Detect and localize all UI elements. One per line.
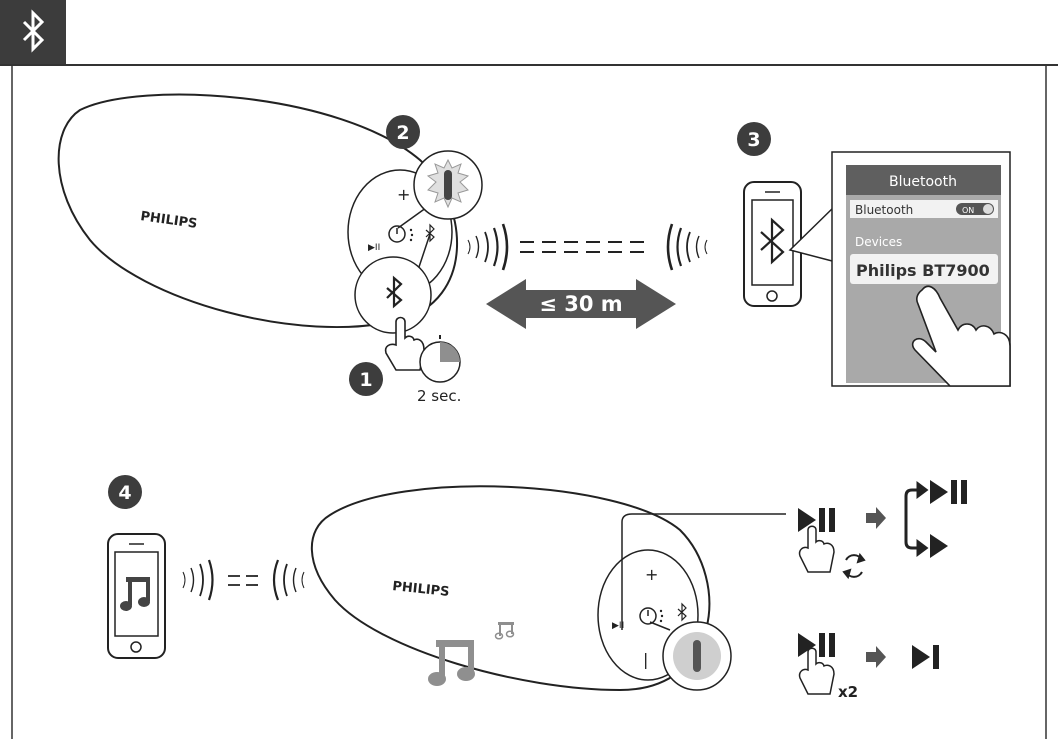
speaker-bottom-brand: PHILIPS xyxy=(392,579,451,600)
step-4-badge xyxy=(108,475,142,509)
next-track-icon xyxy=(912,645,939,669)
phone-menu-zoom: Bluetooth Bluetooth ON Devices Philips B… xyxy=(831,151,1011,387)
step-1-number: 1 xyxy=(359,369,372,391)
signal-waves-bottom xyxy=(182,559,305,601)
step-4-number: 4 xyxy=(118,482,131,504)
hand-tap-icon xyxy=(798,525,835,573)
phone-menu-title: Bluetooth xyxy=(889,174,957,190)
signal-waves-out xyxy=(467,223,509,271)
svg-text:+: + xyxy=(397,185,410,204)
step-2-badge xyxy=(386,115,420,149)
hand-tap-icon xyxy=(911,285,1011,387)
double-tap-multiplier: x2 xyxy=(838,683,858,701)
svg-text:|: | xyxy=(643,650,648,669)
header-bar xyxy=(0,0,1058,66)
bluetooth-icon xyxy=(386,275,403,309)
step-1-badge xyxy=(349,362,383,396)
step-2-number: 2 xyxy=(396,122,409,144)
arrow-right-icon xyxy=(866,646,886,668)
play-pause-double-tap xyxy=(798,633,835,695)
led-indicator xyxy=(444,170,452,200)
play-result-icon xyxy=(930,534,948,558)
bluetooth-icon xyxy=(760,217,785,265)
svg-text:+: + xyxy=(645,565,658,584)
phone-bottom xyxy=(107,533,166,659)
phone-top xyxy=(743,181,802,307)
hand-tap-icon xyxy=(798,647,835,695)
music-note-icon xyxy=(120,577,150,611)
play-pause-icon: ▶II xyxy=(368,243,380,253)
bluetooth-toggle-label: Bluetooth xyxy=(855,203,913,217)
led-indicator-bottom xyxy=(693,640,701,672)
svg-text:▶II: ▶II xyxy=(612,621,624,631)
device-list-item[interactable] xyxy=(850,254,998,284)
signal-dashes xyxy=(520,241,650,253)
arrow-right-icon xyxy=(866,507,886,529)
play-pause-result-icon xyxy=(930,480,967,504)
repeat-icon xyxy=(842,552,866,580)
phone-title-bar xyxy=(846,165,1001,195)
bluetooth-toggle-state: ON xyxy=(962,206,974,215)
range-label: ≤ 30 m xyxy=(539,292,622,316)
bluetooth-button-icon[interactable] xyxy=(425,223,435,243)
bluetooth-icon xyxy=(22,9,45,53)
hand-press-icon xyxy=(384,316,425,371)
step-3-badge xyxy=(737,122,771,156)
speaker-bottom: PHILIPS + | ▶II xyxy=(310,485,711,692)
play-pause-tap xyxy=(798,508,866,580)
device-name: Philips BT7900 xyxy=(856,261,990,280)
music-notes-icon xyxy=(428,622,515,686)
step-3-number: 3 xyxy=(747,129,760,151)
signal-waves-in xyxy=(666,223,708,271)
step-1-duration: 2 sec. xyxy=(417,387,461,405)
devices-section-label: Devices xyxy=(855,235,902,249)
toggle-branch-icon xyxy=(904,481,929,557)
range-arrow: ≤ 30 m xyxy=(486,279,676,329)
